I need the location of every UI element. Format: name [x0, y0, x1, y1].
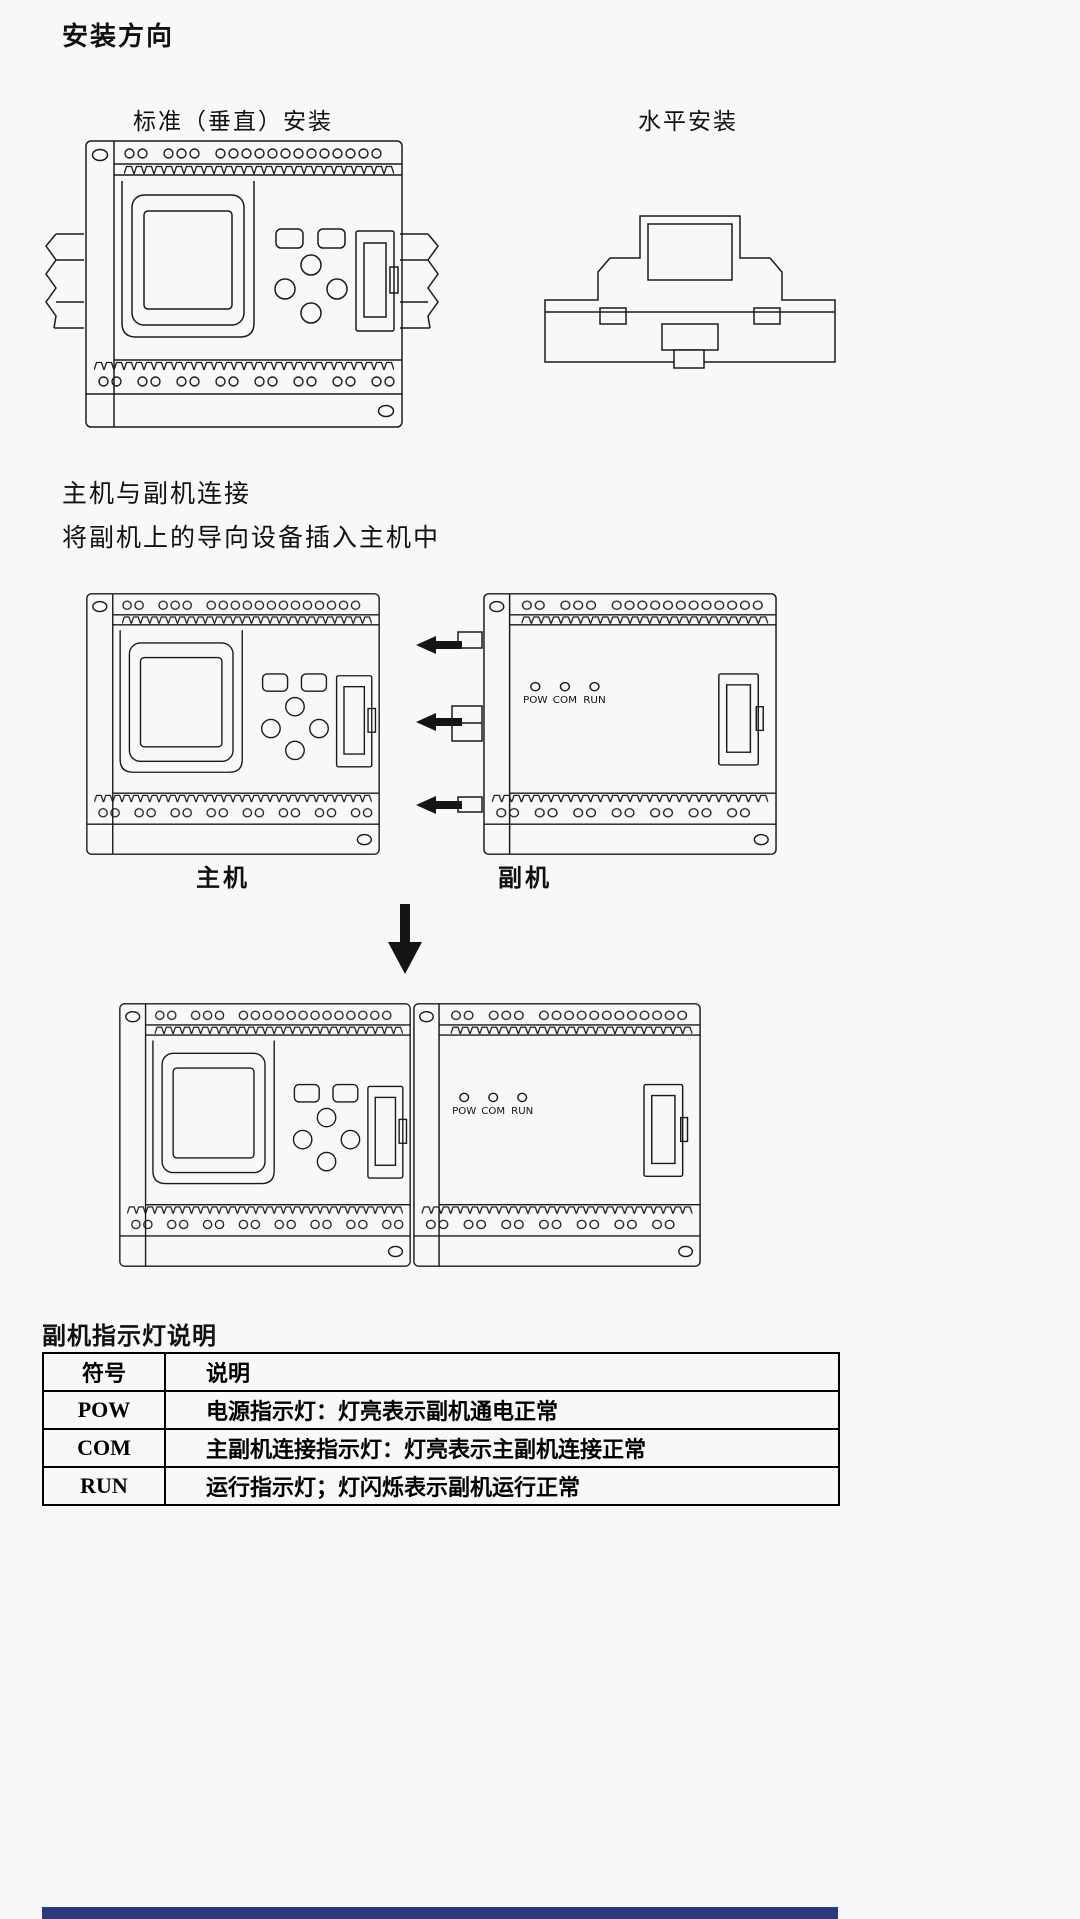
guide-connectors	[451, 631, 483, 813]
guide-tab-top	[457, 631, 483, 649]
din-rail-right-arm	[400, 233, 439, 329]
horizontal-install-caption: 水平安装	[638, 108, 738, 134]
indicator-table-title: 副机指示灯说明	[42, 1324, 217, 1350]
sub-unit-label: 副机	[498, 866, 552, 892]
combined-unit-diagram	[119, 1003, 701, 1267]
cell-symbol: POW	[42, 1390, 166, 1430]
cell-desc: 电源指示灯：灯亮表示副机通电正常	[164, 1390, 840, 1430]
vertical-install-diagram	[45, 140, 439, 428]
din-rail-left-arm	[45, 233, 84, 329]
cell-desc: 主副机连接指示灯：灯亮表示主副机连接正常	[164, 1428, 840, 1468]
main-unit-diagram	[86, 593, 380, 855]
horizontal-install-diagram	[544, 215, 836, 369]
sub-unit-diagram	[451, 593, 777, 855]
mount-foot-left	[599, 307, 627, 325]
table-row: POW 电源指示灯：灯亮表示副机通电正常	[42, 1390, 840, 1430]
cell-symbol: RUN	[42, 1466, 166, 1506]
arrow-left-icon	[416, 713, 462, 731]
arrow-left-icon	[416, 636, 462, 654]
col-header-desc: 说明	[164, 1352, 840, 1392]
connect-section-subtitle: 将副机上的导向设备插入主机中	[62, 524, 441, 552]
cell-symbol: COM	[42, 1428, 166, 1468]
down-arrow-icon	[388, 904, 422, 974]
indicator-table: 符号 说明 POW 电源指示灯：灯亮表示副机通电正常 COM 主副机连接指示灯：…	[42, 1352, 840, 1506]
col-header-symbol: 符号	[42, 1352, 166, 1392]
main-unit-label: 主机	[196, 866, 250, 892]
page-title: 安装方向	[62, 21, 175, 51]
unit-profile-outline	[544, 215, 836, 363]
din-clip	[661, 323, 719, 351]
din-clip-latch	[673, 349, 705, 369]
arrow-left-icon	[416, 796, 462, 814]
table-header-row: 符号 说明	[42, 1352, 840, 1392]
table-row: COM 主副机连接指示灯：灯亮表示主副机连接正常	[42, 1428, 840, 1468]
vertical-install-caption: 标准（垂直）安装	[133, 108, 333, 134]
guide-tab-bottom	[457, 796, 483, 813]
merge-arrows	[416, 636, 462, 814]
profile-top-panel	[647, 223, 733, 281]
mount-foot-right	[753, 307, 781, 325]
table-row: RUN 运行指示灯；灯闪烁表示副机运行正常	[42, 1466, 840, 1506]
footer-accent-bar	[42, 1907, 838, 1919]
connect-section-title: 主机与副机连接	[62, 480, 252, 508]
cell-desc: 运行指示灯；灯闪烁表示副机运行正常	[164, 1466, 840, 1506]
